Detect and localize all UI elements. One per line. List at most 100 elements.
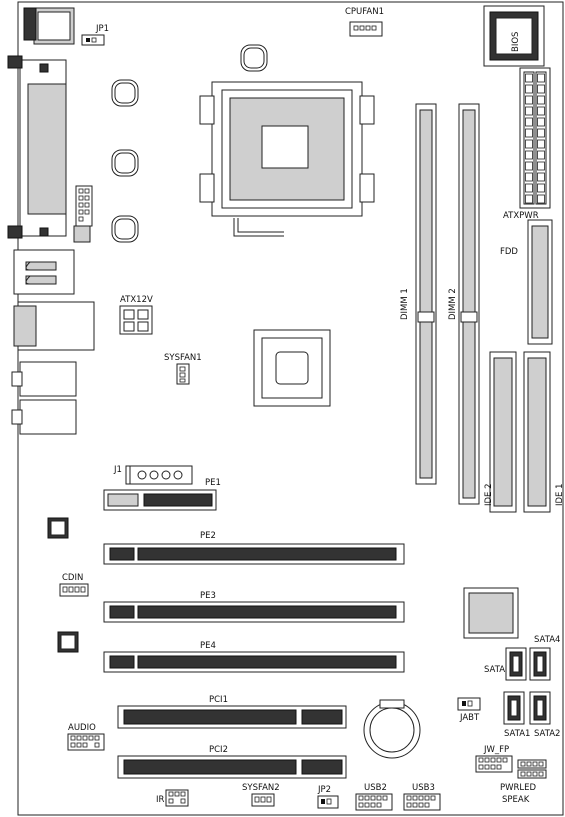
- connector-atxpwr: [519, 67, 551, 209]
- slot-pci1: [117, 705, 347, 729]
- label-audio: AUDIO: [68, 723, 96, 733]
- audio-codec-chip: [47, 517, 69, 539]
- header-jw-fp: [475, 755, 513, 773]
- label-ide2: IDE 2: [484, 483, 494, 506]
- slot-pe1: [103, 489, 217, 511]
- connector-ide1: [523, 351, 551, 513]
- bios-chip: BIOS: [483, 5, 545, 67]
- label-pci1: PCI1: [209, 695, 228, 705]
- dimm-slot-1: [415, 103, 437, 485]
- atxpwr-pin: [537, 172, 545, 182]
- atxpwr-pin: [525, 150, 533, 160]
- small-ic: [73, 225, 91, 243]
- label-sysfan1: SYSFAN1: [164, 353, 202, 363]
- connector-sata4: [529, 647, 551, 681]
- header-sysfan1: [176, 363, 190, 385]
- label-fdd: FDD: [500, 247, 518, 257]
- atxpwr-pin: [525, 161, 533, 171]
- jumper-jp2: [317, 795, 339, 809]
- connector-sata1: [503, 691, 525, 725]
- label-speak: SPEAK: [502, 795, 530, 805]
- io-parallel-port: [7, 55, 67, 239]
- label-j1: J1: [113, 465, 122, 475]
- header-audio: [67, 733, 105, 751]
- io-chip: [57, 631, 79, 653]
- label-sysfan2: SYSFAN2: [242, 783, 280, 793]
- atxpwr-pin: [525, 194, 533, 204]
- atxpwr-pin: [525, 139, 533, 149]
- atxpwr-pin: [537, 73, 545, 83]
- label-pwrled: PWRLED: [500, 783, 537, 793]
- atxpwr-pins: [525, 73, 545, 204]
- label-pe4: PE4: [200, 641, 216, 651]
- header-cpufan1: [349, 21, 383, 37]
- header-cdin: [59, 583, 89, 597]
- atxpwr-pin: [537, 161, 545, 171]
- label-ir: IR: [156, 795, 165, 805]
- label-jp2: JP2: [317, 785, 331, 795]
- atxpwr-pin: [537, 194, 545, 204]
- label-sata4: SATA4: [534, 635, 560, 645]
- io-usb-ports: [13, 249, 75, 295]
- label-ide1: IDE 1: [555, 483, 565, 506]
- atxpwr-pin: [537, 117, 545, 127]
- connector-j1: [125, 465, 193, 485]
- atxpwr-pin: [537, 84, 545, 94]
- header-usb3: [403, 793, 441, 811]
- connector-fdd: [527, 219, 553, 345]
- cmos-battery: [363, 699, 421, 759]
- label-atx12v: ATX12V: [120, 295, 153, 305]
- header-block-com: [75, 185, 93, 227]
- io-lan-port: [13, 301, 95, 351]
- label-usb3: USB3: [412, 783, 435, 793]
- atxpwr-pin: [525, 73, 533, 83]
- jumper-jp1: [81, 34, 105, 46]
- label-jabt: JABT: [459, 713, 480, 723]
- label-pe2: PE2: [200, 531, 216, 541]
- jumper-jabt: [457, 697, 481, 711]
- atxpwr-pin: [537, 150, 545, 160]
- io-audio-jacks: [11, 361, 77, 435]
- label-cdin: CDIN: [62, 573, 83, 583]
- connector-atx12v: [119, 305, 153, 335]
- io-ps2-ports: [23, 7, 75, 45]
- atxpwr-pin: [525, 84, 533, 94]
- label-usb2: USB2: [364, 783, 387, 793]
- label-dimm2: DIMM 2: [448, 288, 458, 320]
- atxpwr-pin: [525, 117, 533, 127]
- atxpwr-pin: [537, 106, 545, 116]
- label-atxpwr: ATXPWR: [503, 211, 539, 221]
- header-pwrled: [517, 759, 547, 769]
- label-pci2: PCI2: [209, 745, 228, 755]
- connector-ide2: [489, 351, 517, 513]
- label-sata3: SATA3: [484, 665, 510, 675]
- slot-pe2: [103, 543, 405, 565]
- atxpwr-pin: [525, 106, 533, 116]
- label-pe1: PE1: [205, 478, 221, 488]
- header-usb2: [355, 793, 393, 811]
- atxpwr-pin: [525, 183, 533, 193]
- label-sata2: SATA2: [534, 729, 560, 739]
- northbridge-chip: [253, 329, 331, 407]
- label-cpufan1: CPUFAN1: [345, 7, 384, 17]
- connector-sata3: [505, 647, 527, 681]
- label-pe3: PE3: [200, 591, 216, 601]
- atxpwr-pin: [537, 183, 545, 193]
- label-jp1: JP1: [95, 24, 109, 34]
- cpu-socket: [199, 81, 375, 237]
- label-sata1: SATA1: [504, 729, 530, 739]
- atxpwr-pin: [525, 95, 533, 105]
- label-jw-fp: JW_FP: [483, 745, 509, 755]
- atxpwr-pin: [537, 128, 545, 138]
- dimm-slot-2: [458, 103, 480, 505]
- slot-pe4: [103, 651, 405, 673]
- atxpwr-pin: [537, 95, 545, 105]
- southbridge-chip: [463, 587, 519, 639]
- slot-pe3: [103, 601, 405, 623]
- label-bios: BIOS: [511, 32, 521, 52]
- atxpwr-pin: [537, 139, 545, 149]
- atxpwr-pin: [525, 128, 533, 138]
- label-dimm1: DIMM 1: [400, 288, 410, 320]
- atxpwr-pin: [525, 172, 533, 182]
